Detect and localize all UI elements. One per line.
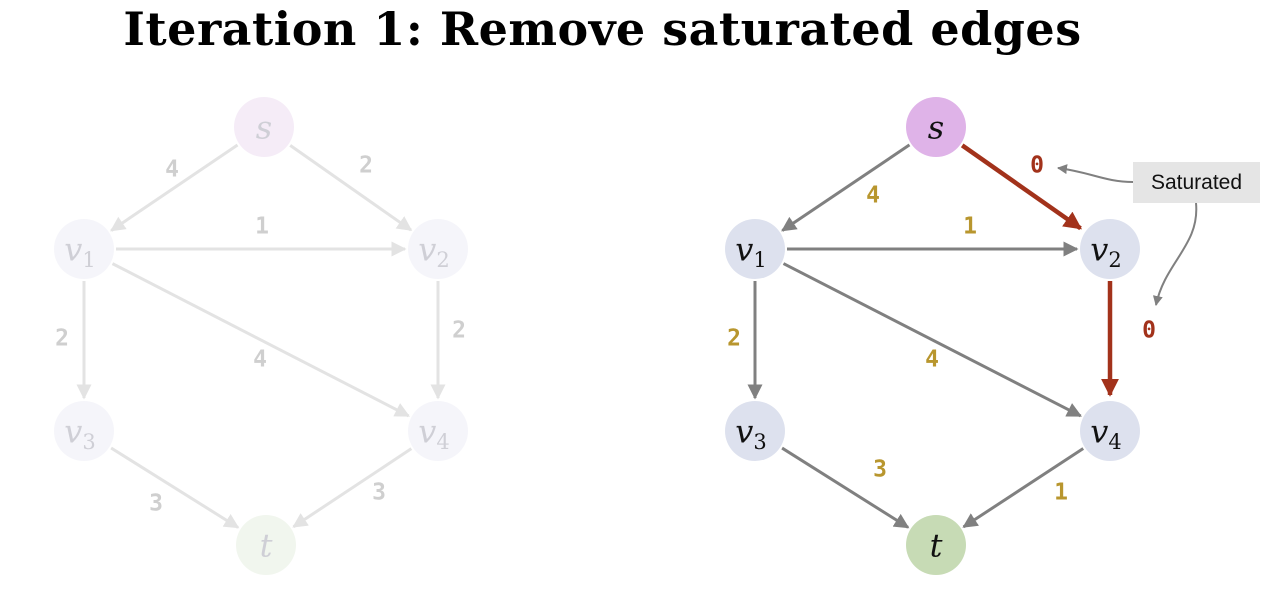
edge-capacity-v2-v4: 0	[1142, 318, 1156, 344]
edge-v3-t	[110, 446, 240, 529]
node-t: t	[236, 515, 296, 575]
edge-v3-t	[781, 446, 910, 529]
edge-capacity-v2-v4: 2	[452, 318, 466, 344]
node-s-label: s	[928, 109, 944, 147]
edge-capacity-s-v1: 4	[165, 157, 179, 183]
original-graph-faded: 4 2 1 2 4 2 3 3 s v1 v2 v3 v4 t	[54, 97, 468, 575]
node-v3: v3	[54, 401, 114, 461]
diagram-title: Iteration 1: Remove saturated edges	[123, 2, 1082, 56]
edge-capacity-s-v2: 2	[359, 153, 373, 179]
saturated-callout-box	[1133, 162, 1260, 203]
residual-graph: 4 0 1 2 4 0 3 1 s v1 v2 v3 v4 t	[725, 97, 1156, 575]
edge-s-v2-saturated	[960, 143, 1082, 231]
node-v4: v4	[408, 401, 468, 461]
edge-capacity-v1-v3: 2	[55, 326, 69, 352]
node-v3-circle	[725, 401, 785, 461]
node-v4-circle	[1080, 401, 1140, 461]
edge-capacity-v1-v4: 4	[925, 347, 939, 373]
node-v2: v2	[1080, 219, 1140, 279]
node-t: t	[906, 515, 966, 575]
edge-capacity-v3-t: 3	[873, 457, 887, 483]
node-v2: v2	[408, 219, 468, 279]
node-v3-circle	[54, 401, 114, 461]
edge-capacity-v1-v2: 1	[963, 214, 977, 240]
edge-s-v2	[289, 144, 413, 232]
node-t-circle	[906, 515, 966, 575]
node-s-circle	[234, 97, 294, 157]
node-s: s	[906, 97, 966, 157]
node-v2-circle	[1080, 219, 1140, 279]
node-v4: v4	[1080, 401, 1140, 461]
node-v3-label: v3	[735, 413, 766, 454]
callout-pointer-to-v2-v4	[1152, 202, 1198, 306]
callout-pointers	[1057, 164, 1198, 306]
edge-v1-v4	[782, 262, 1082, 418]
callout-pointer-to-s-v2	[1057, 164, 1134, 183]
edge-capacity-v3-t: 3	[149, 491, 163, 517]
edge-capacity-v1-v2: 1	[255, 214, 269, 240]
edge-capacity-v1-v4: 4	[253, 347, 267, 373]
node-t-label: t	[260, 527, 273, 565]
node-v1-circle	[54, 219, 114, 279]
edge-capacity-v4-t: 3	[372, 480, 386, 506]
node-s: s	[234, 97, 294, 157]
node-v2-circle	[408, 219, 468, 279]
edge-v4-t	[962, 447, 1085, 529]
node-v1: v1	[54, 219, 114, 279]
node-s-label: s	[256, 109, 272, 147]
edge-s-v1	[781, 143, 911, 232]
edge-capacity-v4-t: 1	[1054, 480, 1068, 506]
edge-capacity-v1-v3: 2	[727, 326, 741, 352]
node-v1: v1	[725, 219, 785, 279]
node-v3: v3	[725, 401, 785, 461]
node-v1-circle	[725, 219, 785, 279]
node-t-label: t	[930, 527, 943, 565]
node-s-circle	[906, 97, 966, 157]
node-t-circle	[236, 515, 296, 575]
node-v4-circle	[408, 401, 468, 461]
edge-v1-v4	[111, 262, 410, 418]
edge-capacity-s-v2: 0	[1030, 153, 1044, 179]
saturated-callout-label: Saturated	[1150, 171, 1243, 194]
edge-capacity-s-v1: 4	[866, 183, 880, 209]
edge-v4-t	[292, 447, 413, 529]
edge-s-v1	[110, 143, 239, 232]
